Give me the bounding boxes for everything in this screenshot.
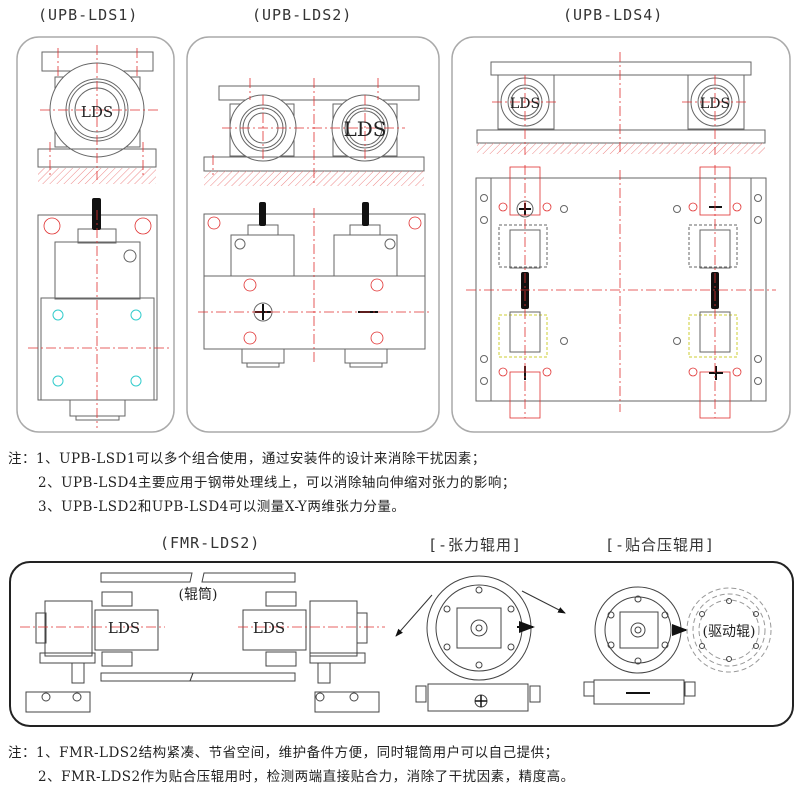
- title-upb-lds1: (UPB-LDS1): [38, 6, 139, 24]
- drive-roller-label: (驱动辊): [703, 624, 756, 640]
- lds-label: LDS: [510, 96, 540, 112]
- fmr-note-2: 2、FMR-LDS2作为贴合压辊用时，检测两端直接贴合力，消除了干扰因素，精度高…: [38, 769, 575, 785]
- lds-label: LDS: [253, 619, 285, 637]
- fmr-frame: [9, 561, 794, 727]
- laminating-roller-drawing: (驱动辊): [583, 586, 772, 705]
- lds-label: LDS: [700, 96, 730, 112]
- roller-label: (辊筒): [179, 586, 218, 603]
- title-tension-roller: [-张力辊用]: [428, 536, 523, 554]
- title-laminating-roller: [-贴合压辊用]: [605, 536, 716, 554]
- upb-note-1: 注：1、UPB-LSD1可以多个组合使用，通过安装件的设计来消除干扰因素；: [8, 451, 486, 467]
- upb-lds2-drawing: LDS: [186, 36, 440, 433]
- lds-label: LDS: [81, 103, 113, 121]
- title-upb-lds4: (UPB-LDS4): [563, 6, 664, 24]
- fmr-lds2-drawing: LDS LDS (辊筒): [20, 572, 385, 713]
- fmr-note-1: 注：1、FMR-LDS2结构紧凑、节省空间，维护备件方便，同时辊筒用户可以自己提…: [8, 745, 559, 761]
- title-fmr-lds2: (FMR-LDS2): [160, 534, 261, 552]
- upb-lds4-drawing: LDS LDS: [451, 36, 791, 433]
- lds-label: LDS: [108, 619, 140, 637]
- upb-note-3: 3、UPB-LSD2和UPB-LSD4可以测量X-Y两维张力分量。: [38, 499, 406, 515]
- title-upb-lds2: (UPB-LDS2): [252, 6, 353, 24]
- upb-note-2: 2、UPB-LSD4主要应用于钢带处理线上，可以消除轴向伸缩对张力的影响；: [38, 475, 516, 491]
- tension-roller-drawing: [395, 575, 566, 712]
- lds-label: LDS: [343, 117, 386, 141]
- upb-lds1-drawing: LDS: [16, 36, 175, 433]
